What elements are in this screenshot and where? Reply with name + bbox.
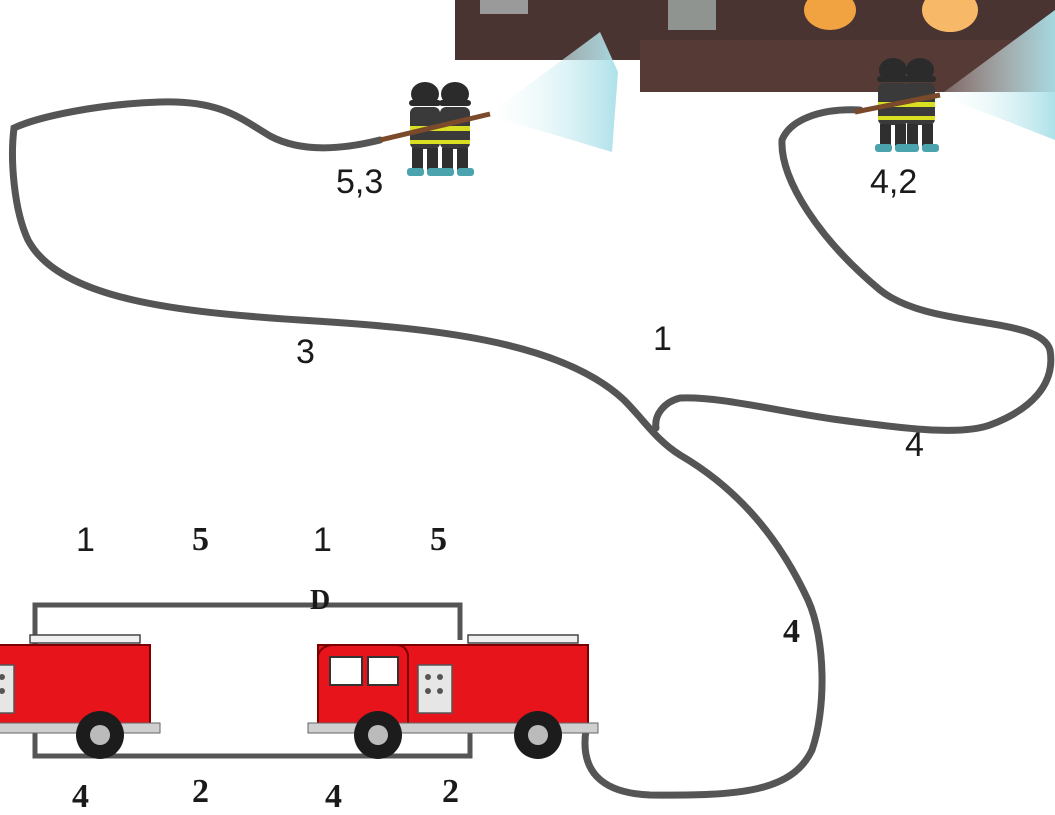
fire-truck-icon xyxy=(0,635,160,759)
label-hose-lower: 4 xyxy=(783,615,800,649)
top-row-label: 5 xyxy=(192,523,209,557)
label-hose-right: 4 xyxy=(905,428,924,462)
top-row-label: 5 xyxy=(430,523,447,557)
label-firefighters-left: 5,3 xyxy=(336,165,383,199)
bottom-row-label: 4 xyxy=(325,780,342,814)
connector-label: D xyxy=(310,587,330,615)
firefighter-icon xyxy=(902,58,939,152)
label-hose-left: 3 xyxy=(296,335,315,369)
top-row-label: 1 xyxy=(76,523,95,557)
label-firefighters-right: 4,2 xyxy=(870,165,917,199)
top-row-label: 1 xyxy=(313,523,332,557)
bottom-row-label: 4 xyxy=(72,780,89,814)
fire-truck-icon xyxy=(308,635,598,759)
label-hose-middle: 1 xyxy=(653,322,672,356)
firefighter-icon xyxy=(437,82,474,176)
hose-right-loop xyxy=(656,110,1051,431)
